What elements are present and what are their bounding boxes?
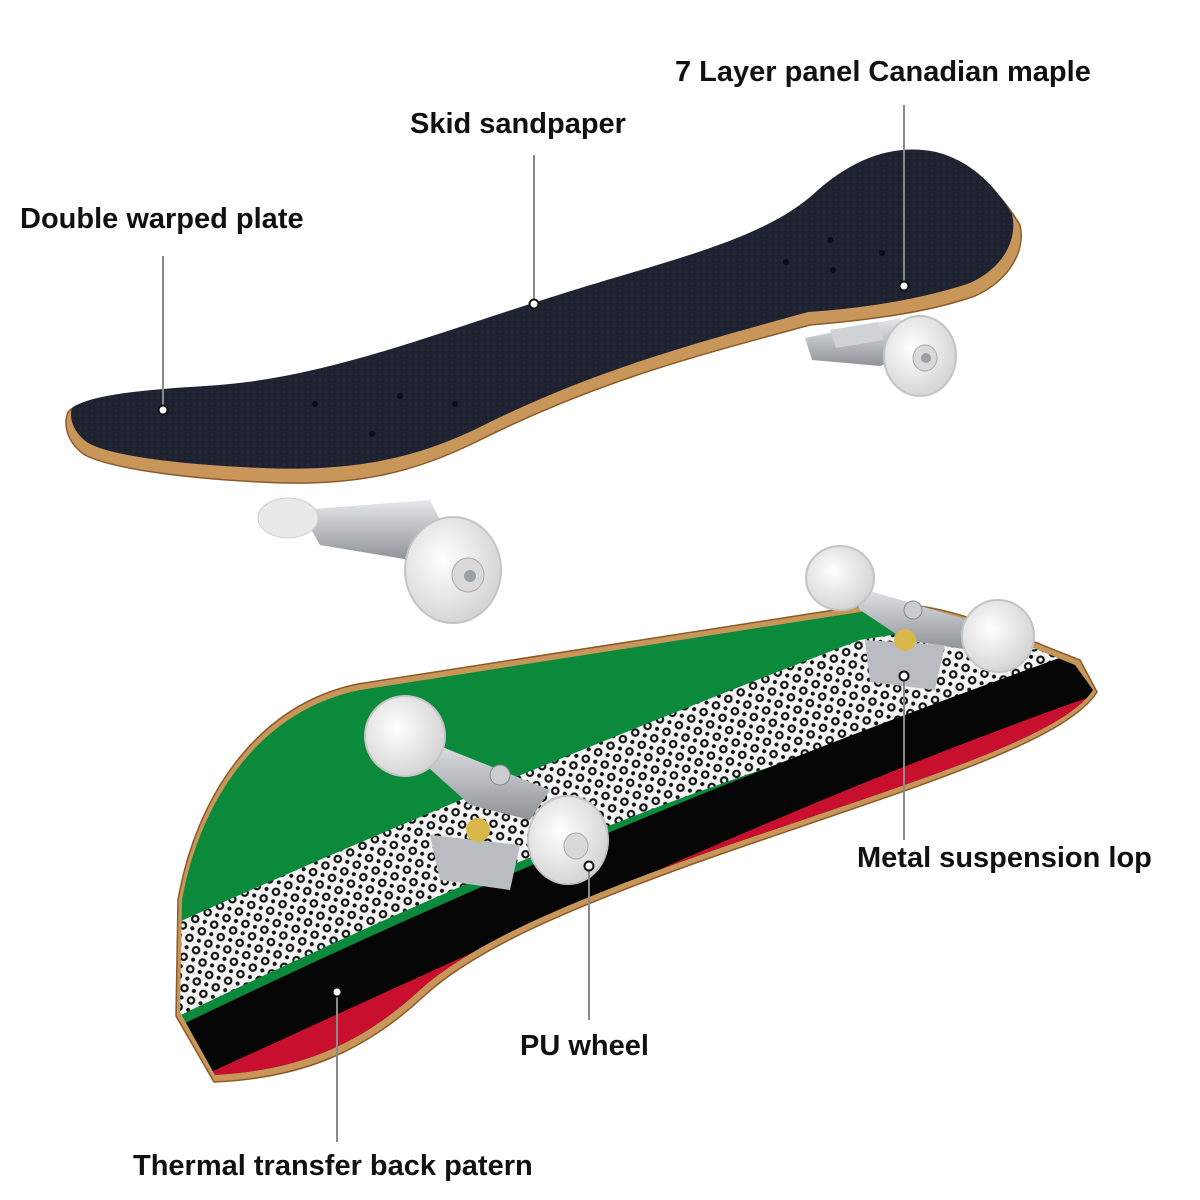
bottom-skateboard: [175, 545, 1098, 1083]
dot-wheel: [583, 860, 595, 872]
dot-warped: [157, 404, 169, 416]
leader-dots: [157, 280, 910, 998]
label-thermal-transfer: Thermal transfer back patern: [133, 1150, 533, 1182]
front-wheel-top: [404, 516, 502, 624]
top-skateboard: [65, 149, 1022, 624]
label-pu-wheel: PU wheel: [520, 1030, 649, 1062]
label-double-warped-plate: Double warped plate: [20, 203, 304, 235]
dot-metal: [898, 670, 910, 682]
dot-skid: [528, 298, 540, 310]
dot-thermal: [331, 986, 343, 998]
rear-truck-bottom: [850, 585, 985, 690]
top-deck-grip-tape: [70, 149, 1014, 469]
label-maple: 7 Layer panel Canadian maple: [675, 56, 1091, 88]
leader-lines: [162, 105, 905, 1142]
grip-bolt-holes: [312, 237, 885, 437]
rear-wheel-top: [883, 315, 957, 397]
dot-maple: [898, 280, 910, 292]
front-truck-bottom: [412, 735, 550, 890]
rear-wheels-bottom: [805, 545, 1035, 673]
label-metal-suspension: Metal suspension lop: [857, 842, 1152, 874]
label-skid-sandpaper: Skid sandpaper: [410, 108, 626, 140]
